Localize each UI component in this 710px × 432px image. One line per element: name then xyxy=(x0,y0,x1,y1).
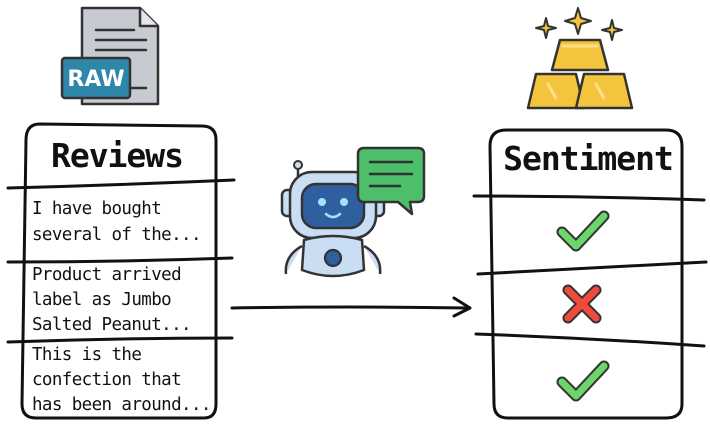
review-3-line-2: confection that xyxy=(32,370,181,390)
review-2-line-3: Salted Peanut... xyxy=(32,315,191,335)
chatbot-robot-icon xyxy=(280,160,386,278)
sentiment-title: Sentiment xyxy=(503,139,673,178)
review-2-line-1: Product arrived xyxy=(32,265,181,285)
raw-document-icon: RAW xyxy=(60,6,160,106)
chat-bubble-icon xyxy=(356,146,426,216)
review-3-line-1: This is the xyxy=(32,345,141,365)
review-item-1: I have bought several of the... xyxy=(32,199,202,245)
review-item-2: Product arrived label as Jumbo Salted Pe… xyxy=(32,265,192,335)
sentiment-result-2-cross-icon xyxy=(562,284,602,324)
gold-bars-sparkles-icon xyxy=(526,7,634,110)
review-2-line-2: label as Jumbo xyxy=(32,290,171,310)
sentiment-panel: Sentiment xyxy=(472,128,708,420)
sentiment-result-1-check-icon xyxy=(556,210,610,252)
review-3-line-3: has been around... xyxy=(32,395,211,415)
reviews-title: Reviews xyxy=(51,136,183,175)
review-item-3: This is the confection that has been aro… xyxy=(32,345,211,415)
review-1-line-2: several of the... xyxy=(32,225,201,245)
reviews-panel: Reviews I have bought several of the... … xyxy=(6,122,236,420)
review-1-line-1: I have bought xyxy=(32,199,161,219)
flow-arrow xyxy=(230,296,472,318)
sentiment-result-3-check-icon xyxy=(556,360,610,402)
raw-badge-text: RAW xyxy=(67,67,124,92)
